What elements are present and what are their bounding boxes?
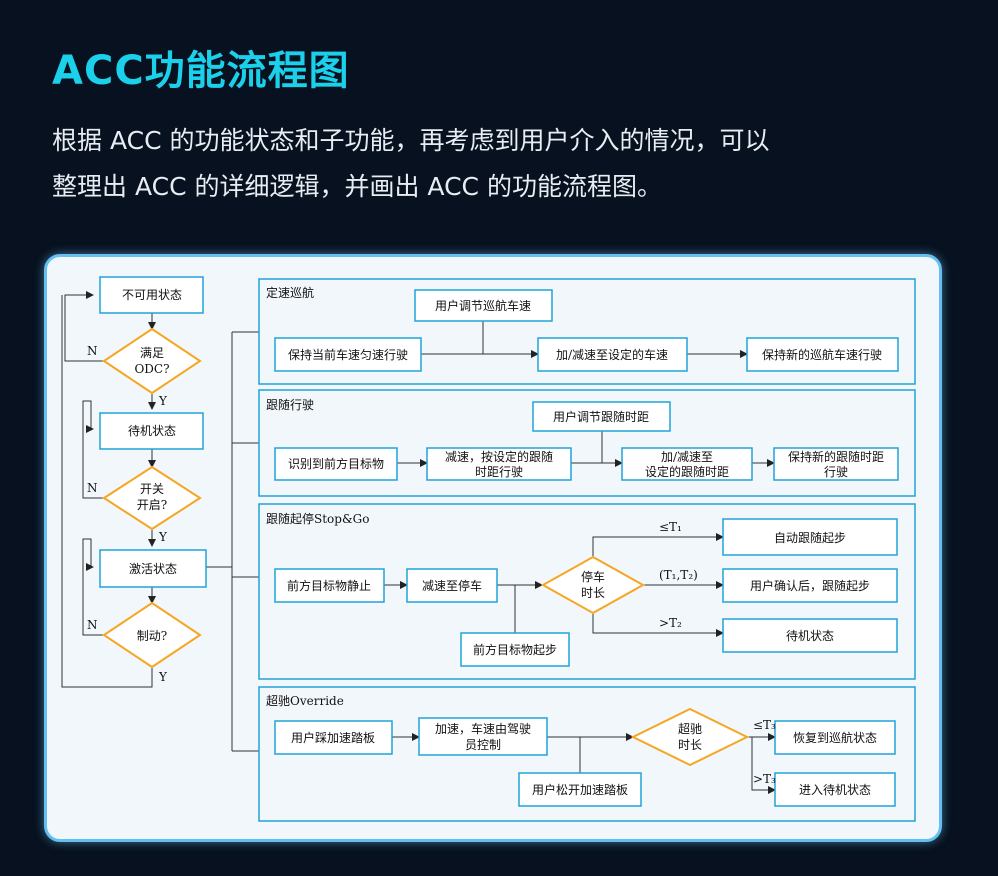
box-cruise-user-adjust xyxy=(414,289,553,322)
page-subtitle: 根据 ACC 的功能状态和子功能，再考虑到用户介入的情况，可以 整理出 ACC … xyxy=(52,118,952,210)
label-cruise-accel: 加/减速至设定的车速 xyxy=(556,347,668,362)
label-follow-decel-1: 减速，按设定的跟随 xyxy=(445,449,553,464)
label-override-dur-1: 超驰 xyxy=(678,721,702,736)
label-brake-no: N xyxy=(87,618,98,632)
box-follow-keep xyxy=(773,447,899,481)
box-stopgo-target-stop xyxy=(274,568,385,603)
box-cruise-accel xyxy=(537,337,688,372)
label-follow-keep-2: 行驶 xyxy=(824,464,848,479)
label-override-accel-1: 加速，车速由驾驶 xyxy=(435,721,531,736)
section-stopgo xyxy=(258,503,916,680)
decision-stop-duration xyxy=(540,555,646,615)
box-cruise-keep-new xyxy=(746,337,899,372)
box-stopgo-confirm xyxy=(722,568,898,603)
section-follow xyxy=(258,389,916,497)
label-stopgo-auto: 自动跟随起步 xyxy=(774,530,846,545)
label-stopgo-stop-2: 时长 xyxy=(581,586,605,600)
label-standby: 待机状态 xyxy=(128,424,176,438)
box-unavailable xyxy=(99,276,204,314)
edge-label-le-t1: ≤T₁ xyxy=(659,520,682,534)
loop-brake-no xyxy=(82,538,104,636)
edge-label-gt-t2: >T₂ xyxy=(659,616,682,630)
box-follow-user-adjust xyxy=(532,401,671,432)
decision-brake xyxy=(102,601,202,669)
label-follow-user-adjust: 用户调节跟随时距 xyxy=(553,409,649,424)
subtitle-line-1: 根据 ACC 的功能状态和子功能，再考虑到用户介入的情况，可以 xyxy=(52,126,770,155)
section-stopgo-title: 跟随起停Stop&Go xyxy=(266,511,369,526)
section-override xyxy=(258,686,916,822)
section-cruise xyxy=(258,278,916,385)
label-follow-decel-2: 时距行驶 xyxy=(475,464,523,479)
label-switch-2: 开启? xyxy=(137,498,167,512)
edge-label-t1-t2: (T₁,T₂) xyxy=(659,568,698,582)
acc-flowchart: 不可用状态 满足 ODC? 待机状态 开关 开启? 激活状态 制动? Y Y Y… xyxy=(61,276,916,822)
label-unavailable: 不可用状态 xyxy=(122,288,182,302)
box-active xyxy=(99,549,207,588)
label-follow-adj-2: 设定的跟随时距 xyxy=(645,464,729,479)
box-follow-decel xyxy=(426,447,572,481)
label-follow-identify: 识别到前方目标物 xyxy=(288,456,384,471)
label-stopgo-stop-1: 停车 xyxy=(581,569,605,584)
decision-override-duration xyxy=(630,707,750,767)
label-cruise-user-adjust: 用户调节巡航车速 xyxy=(435,298,531,313)
label-stopgo-decel: 减速至停车 xyxy=(422,578,482,593)
label-cruise-keep-new: 保持新的巡航车速行驶 xyxy=(762,347,882,362)
section-follow-title: 跟随行驶 xyxy=(266,397,314,412)
box-stopgo-target-start xyxy=(460,632,570,667)
section-cruise-title: 定速巡航 xyxy=(266,285,314,300)
arrow-stopgo-auto xyxy=(592,533,724,561)
box-cruise-keep-current xyxy=(274,337,422,372)
label-brake-yes: Y xyxy=(158,670,168,684)
label-override-press: 用户踩加速踏板 xyxy=(291,730,375,745)
subtitle-line-2: 整理出 ACC 的详细逻辑，并画出 ACC 的功能流程图。 xyxy=(52,172,662,201)
label-active: 激活状态 xyxy=(129,562,177,576)
box-stopgo-auto xyxy=(722,518,898,556)
label-follow-keep-1: 保持新的跟随时距 xyxy=(788,449,884,464)
label-brake: 制动? xyxy=(137,629,167,643)
label-stopgo-standby: 待机状态 xyxy=(786,629,834,643)
label-follow-adj-1: 加/减速至 xyxy=(661,450,713,464)
label-stopgo-confirm: 用户确认后，跟随起步 xyxy=(750,578,870,593)
box-override-release xyxy=(518,772,642,807)
loop-switch-no xyxy=(82,400,104,499)
label-override-standby: 进入待机状态 xyxy=(799,783,871,797)
box-standby xyxy=(99,412,204,450)
label-stopgo-target-stop: 前方目标物静止 xyxy=(287,578,371,593)
edge-label-le-t3: ≤T₃ xyxy=(753,718,776,732)
label-switch-1: 开关 xyxy=(140,482,164,496)
loop-odc-no xyxy=(64,291,104,362)
flowchart-card: 不可用状态 满足 ODC? 待机状态 开关 开启? 激活状态 制动? Y Y Y… xyxy=(44,254,942,842)
edge-label-gt-t3: >T₃ xyxy=(753,772,776,786)
page-title: ACC功能流程图 xyxy=(52,48,350,94)
box-stopgo-decel xyxy=(406,568,498,603)
label-switch-no: N xyxy=(87,481,98,495)
label-override-resume: 恢复到巡航状态 xyxy=(793,730,877,745)
label-override-accel-2: 员控制 xyxy=(465,738,501,752)
label-override-dur-2: 时长 xyxy=(678,738,702,752)
arrow-stopgo-standby xyxy=(592,609,724,637)
loop-brake-yes xyxy=(61,295,153,688)
box-override-press xyxy=(274,720,393,755)
label-odc-no: N xyxy=(87,344,98,358)
arrow-override-standby xyxy=(751,737,776,794)
label-odc-1: 满足 xyxy=(140,346,164,360)
box-override-accel xyxy=(418,717,548,756)
decision-odc xyxy=(102,327,202,395)
box-stopgo-standby xyxy=(722,618,898,653)
box-override-resume xyxy=(774,720,896,755)
label-switch-yes: Y xyxy=(158,530,168,544)
section-override-title: 超驰Override xyxy=(266,693,344,708)
label-cruise-keep-current: 保持当前车速匀速行驶 xyxy=(288,347,408,362)
label-stopgo-target-start: 前方目标物起步 xyxy=(473,642,557,657)
box-override-standby xyxy=(774,772,896,807)
decision-switch xyxy=(102,465,202,531)
box-follow-adjust xyxy=(621,447,753,481)
label-override-release: 用户松开加速踏板 xyxy=(532,782,628,797)
box-follow-identify xyxy=(274,447,398,481)
label-odc-2: ODC? xyxy=(134,362,169,376)
label-odc-yes: Y xyxy=(158,394,168,408)
